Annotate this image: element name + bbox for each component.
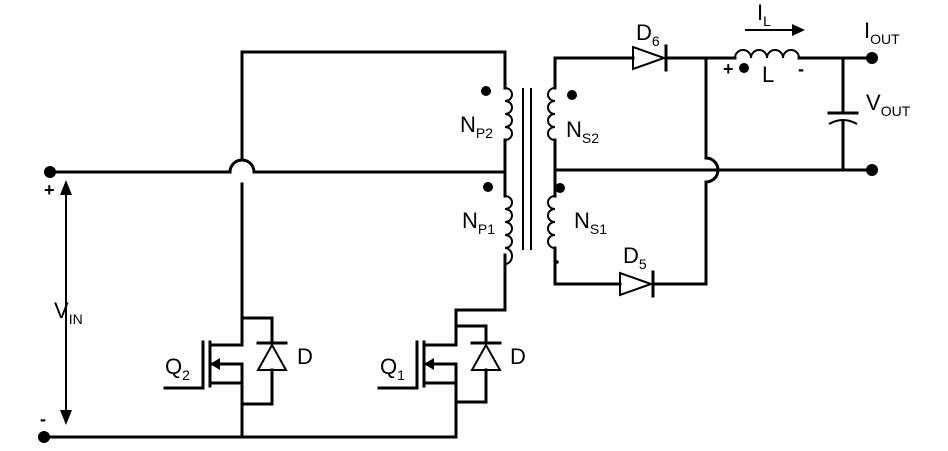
inductor-plus-sign: + (723, 59, 734, 79)
mosfet-q2 (163, 316, 274, 439)
ns2-polarity-dot (567, 90, 577, 100)
ns2-label: NS2 (566, 117, 599, 146)
d6-label: D6 (636, 20, 660, 49)
secondary-winding-ns1 (547, 195, 557, 286)
mosfet-q1 (377, 324, 488, 439)
input-positive-rail (44, 158, 507, 178)
vout-label: VOUT (866, 90, 911, 119)
output-capacitor (827, 56, 859, 172)
inductor-label: L (762, 62, 774, 87)
inductor-minus-sign: - (798, 59, 804, 79)
q2-body-diode (256, 341, 288, 371)
output-inductor (734, 49, 872, 60)
primary-top-wire (240, 50, 507, 320)
q1-body-diode (470, 341, 502, 371)
iout-label: IOUT (864, 18, 900, 47)
d5-label: D5 (623, 243, 647, 272)
inductor-polarity-dot (739, 63, 749, 73)
np1-label: NP1 (462, 208, 495, 237)
vin-arrow (60, 180, 72, 425)
diode-d6 (632, 44, 668, 72)
ns1-label: NS1 (574, 208, 607, 237)
q1-diode-label: D (510, 344, 526, 369)
vin-plus-sign: + (44, 180, 55, 200)
np2-polarity-dot (481, 86, 491, 96)
transformer-core (522, 88, 532, 250)
output-positive-terminal (866, 52, 878, 64)
primary-winding-np2 (504, 87, 513, 141)
q1-label: Q1 (380, 354, 405, 383)
primary-winding-np1 (504, 195, 513, 265)
ns1-tap-mark (555, 260, 559, 264)
np1-polarity-dot (483, 182, 493, 192)
secondary-winding-ns2 (547, 56, 557, 198)
vin-label: VIN (54, 298, 83, 327)
vin-minus-sign: - (40, 409, 46, 429)
il-current-arrow (745, 24, 805, 36)
ns1-polarity-dot (555, 183, 565, 193)
input-ground-rail (38, 431, 457, 443)
diode-d5 (619, 270, 655, 298)
il-label: IL (757, 0, 771, 29)
q2-label: Q2 (165, 354, 190, 383)
np2-label: NP2 (460, 112, 493, 141)
q2-diode-label: D (297, 344, 313, 369)
output-return-rail (553, 164, 878, 176)
